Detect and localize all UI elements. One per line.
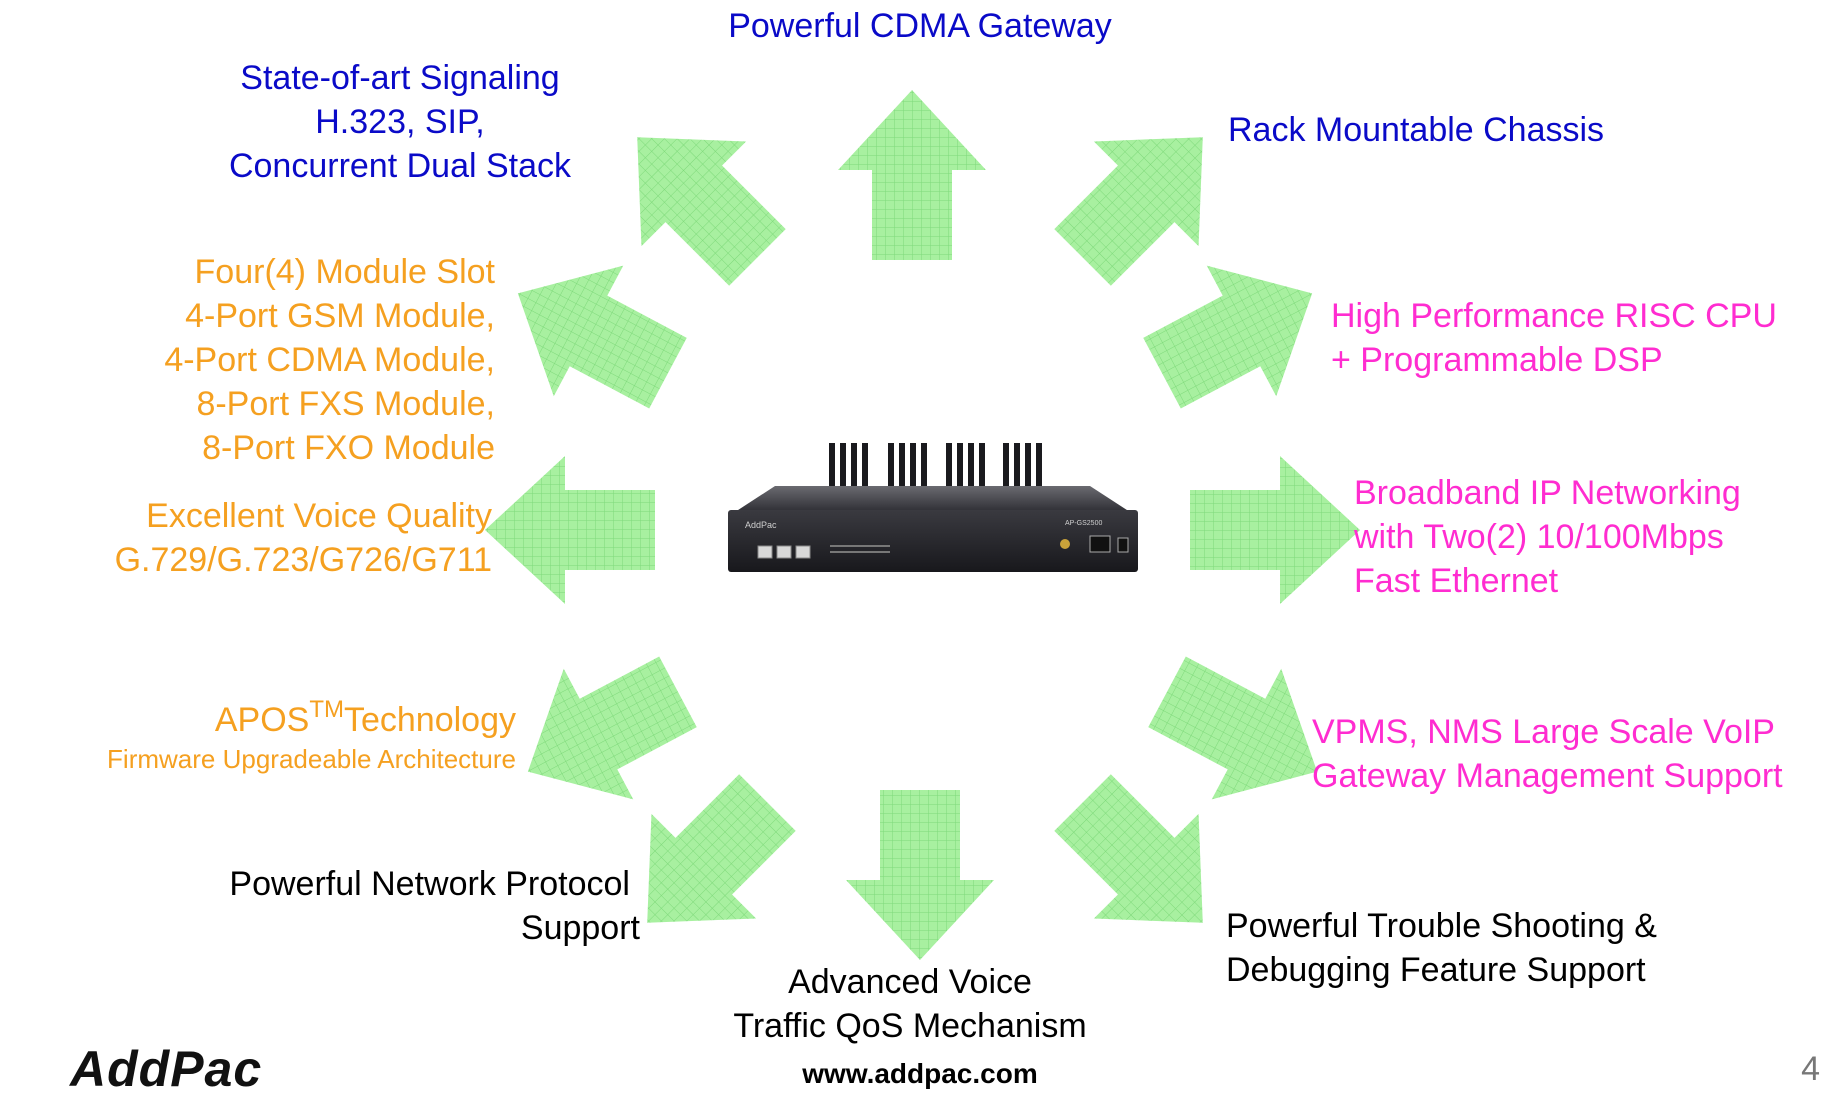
apos-name: APOS <box>214 701 310 739</box>
arrow-right <box>1190 456 1360 604</box>
modules-line-3: 4-Port CDMA Module, <box>164 341 495 379</box>
feature-cpu: High Performance RISC CPU + Programmable… <box>1331 294 1777 382</box>
device-brand-label: AddPac <box>745 520 777 530</box>
broadband-line-3: Fast Ethernet <box>1354 562 1559 600</box>
signaling-line-3: Concurrent Dual Stack <box>228 147 572 185</box>
cpu-line-2: + Programmable DSP <box>1331 341 1663 379</box>
debug-line-2: Debugging Feature Support <box>1226 951 1646 989</box>
arrow-lower-left <box>527 656 697 800</box>
protocol-line-1: Powerful Network Protocol <box>229 865 630 903</box>
debug-line-1: Powerful Trouble Shooting & <box>1226 907 1657 945</box>
voice-line-2: G.729/G.723/G726/G711 <box>114 541 492 579</box>
arrow-down <box>846 790 994 960</box>
rocker-switch-icon <box>1117 537 1129 553</box>
feature-voice: Excellent Voice Quality G.729/G.723/G726… <box>60 494 492 582</box>
device-model-label: AP-GS2500 <box>1065 520 1102 527</box>
feature-rack: Rack Mountable Chassis <box>1228 108 1604 152</box>
arrows-group <box>485 90 1360 960</box>
modules-line-5: 8-Port FXO Module <box>202 429 495 467</box>
antenna-group <box>829 443 1042 491</box>
addpac-logo: AddPac <box>70 1041 263 1097</box>
footer-url[interactable]: www.addpac.com <box>802 1058 1038 1089</box>
arrow-lower-right <box>1148 656 1318 800</box>
feature-qos: Advanced Voice Traffic QoS Mechanism <box>700 960 1120 1048</box>
vpms-line-2: Gateway Management Support <box>1312 757 1783 795</box>
broadband-line-1: Broadband IP Networking <box>1354 474 1741 512</box>
broadband-line-2: with Two(2) 10/100Mbps <box>1354 518 1724 556</box>
signaling-line-1: State-of-art Signaling <box>240 59 560 97</box>
rack-text: Rack Mountable Chassis <box>1228 111 1605 149</box>
arrow-down-right <box>1054 774 1203 923</box>
feature-cdma-gateway: Powerful CDMA Gateway <box>680 4 1160 48</box>
feature-vpms: VPMS, NMS Large Scale VoIP Gateway Manag… <box>1312 710 1783 798</box>
apos-technology: Technology <box>343 701 516 739</box>
voice-line-1: Excellent Voice Quality <box>146 497 492 535</box>
feature-apos: APOSTMTechnology Firmware Upgradeable Ar… <box>8 698 516 776</box>
vpms-line-1: VPMS, NMS Large Scale VoIP <box>1312 713 1775 751</box>
page-number: 4 <box>1801 1050 1820 1088</box>
qos-line-2: Traffic QoS Mechanism <box>733 1007 1087 1045</box>
feature-cdma-gateway-text: Powerful CDMA Gateway <box>728 7 1112 45</box>
trademark-mark: TM <box>309 696 344 723</box>
arrow-up-left <box>637 137 786 286</box>
modules-line-2: 4-Port GSM Module, <box>185 297 495 335</box>
modules-line-4: 8-Port FXS Module, <box>196 385 495 423</box>
feature-modules: Four(4) Module Slot 4-Port GSM Module, 4… <box>90 250 495 470</box>
status-leds <box>830 545 890 553</box>
ethernet-ports <box>757 545 811 559</box>
arrow-up-right <box>1054 137 1203 286</box>
apos-subtitle: Firmware Upgradeable Architecture <box>107 744 516 774</box>
apos-line-1: APOSTMTechnology <box>8 698 516 742</box>
arrow-upper-right <box>1143 265 1313 409</box>
signaling-line-2: H.323, SIP, <box>315 103 485 141</box>
modules-line-1: Four(4) Module Slot <box>194 253 495 291</box>
feature-broadband: Broadband IP Networking with Two(2) 10/1… <box>1354 471 1741 603</box>
cpu-line-1: High Performance RISC CPU <box>1331 297 1777 335</box>
power-switch-icon <box>1060 539 1070 549</box>
qos-line-1: Advanced Voice <box>788 963 1032 1001</box>
arrow-upper-left <box>517 265 687 409</box>
arrow-down-left <box>647 774 796 923</box>
power-socket-icon <box>1089 535 1111 553</box>
protocol-line-2: Support <box>520 909 640 947</box>
feature-signaling: State-of-art Signaling H.323, SIP, Concu… <box>190 56 610 188</box>
gateway-device-image: AddPac AP-GS2500 <box>728 443 1138 572</box>
feature-debug: Powerful Trouble Shooting & Debugging Fe… <box>1226 904 1657 992</box>
feature-protocol: Powerful Network Protocol Support <box>160 862 640 950</box>
arrow-left <box>485 456 655 604</box>
arrow-up <box>838 90 986 260</box>
